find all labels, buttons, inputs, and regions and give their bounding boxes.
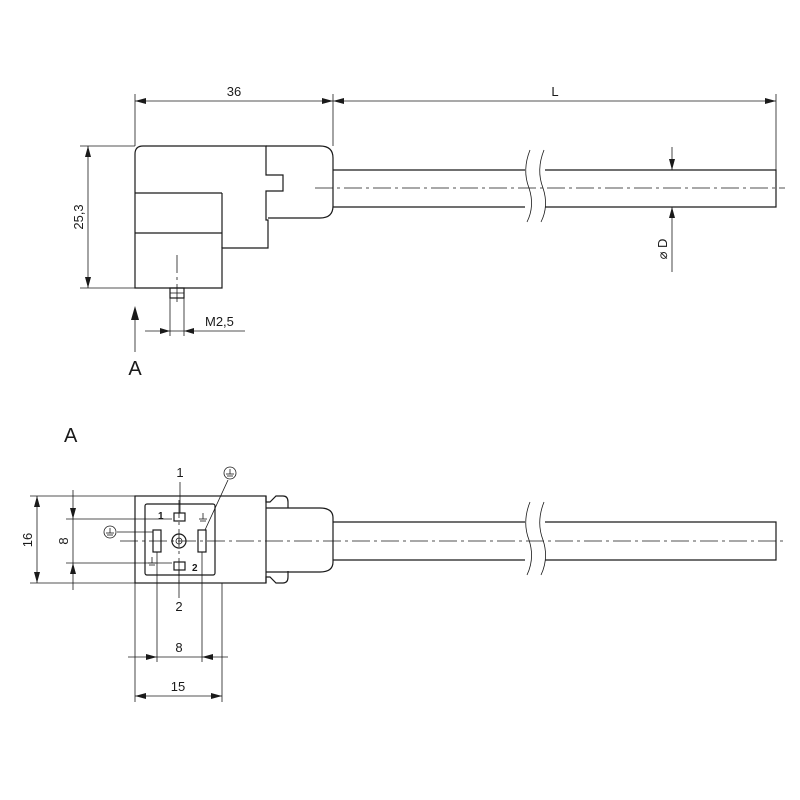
arrowhead — [70, 563, 76, 574]
arrowhead — [85, 277, 91, 288]
arrowhead — [669, 207, 675, 218]
dim-m2-5-label: M2,5 — [205, 314, 234, 329]
arrowhead — [34, 496, 40, 507]
pin-face — [144, 503, 216, 576]
side-housing-outline — [134, 145, 284, 289]
arrowhead — [160, 328, 170, 334]
pin-2-contact — [173, 561, 186, 571]
pin-1-mark: 1 — [158, 511, 164, 522]
cable-break-mark — [539, 501, 546, 576]
arrowhead — [333, 98, 344, 104]
arrowhead — [669, 159, 675, 170]
front-housing-detail — [265, 571, 289, 584]
leader-line — [204, 479, 229, 531]
arrowhead — [202, 654, 213, 660]
cable-break-mark — [539, 149, 546, 223]
front-housing-outline — [134, 495, 267, 584]
side-cable — [333, 169, 777, 208]
earth-symbol-icon — [103, 525, 117, 539]
side-cable-gland — [266, 145, 334, 219]
dim-16-label: 16 — [20, 533, 35, 547]
arrowhead — [765, 98, 776, 104]
pin-1-callout-label: 1 — [176, 465, 183, 480]
front-cable-gland — [266, 507, 334, 573]
ground-mark-icon — [148, 557, 156, 566]
earth-symbol-icon — [223, 466, 237, 480]
arrowhead — [322, 98, 333, 104]
side-view: 36 L 25,3 M2,5 ⌀ D A — [71, 84, 785, 380]
cable-break-mark — [525, 149, 532, 223]
view-marker-label: A — [128, 358, 142, 380]
arrowhead — [135, 693, 146, 699]
pin-1-contact — [173, 512, 186, 522]
arrowhead — [85, 146, 91, 157]
arrowhead — [211, 693, 222, 699]
dim-15-label: 15 — [171, 679, 185, 694]
arrowhead — [135, 98, 146, 104]
dim-L-label: L — [551, 84, 558, 99]
ground-mark-icon — [199, 513, 207, 522]
arrowhead — [184, 328, 194, 334]
front-view: A 1 2 1 — [20, 425, 785, 702]
cable-break-mark — [525, 501, 532, 576]
dim-8-vertical-label: 8 — [56, 537, 71, 544]
pin-2-mark: 2 — [192, 563, 198, 574]
arrowhead — [34, 572, 40, 583]
dim-25-3-label: 25,3 — [71, 204, 86, 229]
dim-diameter-label: ⌀ D — [655, 239, 670, 260]
dim-8-horizontal-label: 8 — [175, 640, 182, 655]
front-view-title: A — [64, 425, 78, 447]
arrowhead — [70, 508, 76, 519]
view-arrow-icon — [131, 306, 139, 320]
dim-36-label: 36 — [227, 84, 241, 99]
arrowhead — [146, 654, 157, 660]
pin-2-callout-label: 2 — [175, 599, 182, 614]
front-housing-detail — [265, 495, 289, 508]
